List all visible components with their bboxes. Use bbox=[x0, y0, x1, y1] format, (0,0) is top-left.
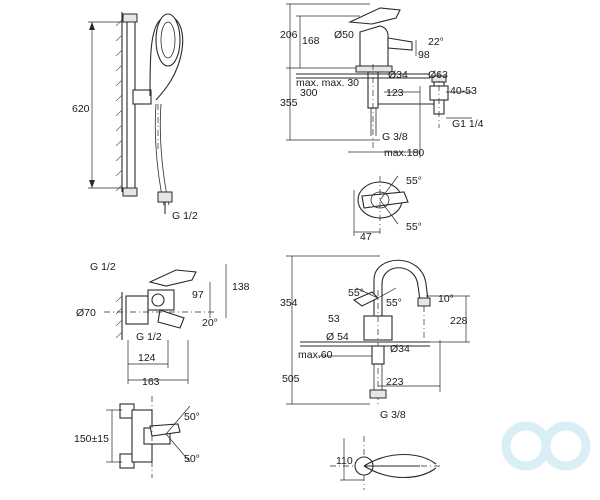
basin-123-label: 123 bbox=[386, 87, 404, 99]
basin-g114-label: G1 1/4 bbox=[452, 118, 484, 130]
basin-max30-label: max. max. 30 bbox=[296, 77, 359, 89]
lever-top-view-drawing: 55° 55° 47 bbox=[353, 175, 422, 243]
bath-163-label: 163 bbox=[142, 376, 160, 388]
sink-max60-label: max.60 bbox=[298, 349, 333, 361]
bath-138-label: 138 bbox=[232, 281, 250, 293]
lever-47-label: 47 bbox=[360, 231, 372, 243]
sink-505-label: 505 bbox=[282, 373, 300, 385]
bath-mixer-drawing: G 1/2 138 97 Ø70 20° G 1/2 124 163 bbox=[76, 261, 250, 388]
shower-mixer-front-drawing: 50° 150±15 50° bbox=[74, 396, 200, 478]
sink-10deg-label: 10° bbox=[438, 293, 454, 305]
basin-mixer-drawing: 206 168 Ø50 22° 98 max. max. 30 Ø34 Ø63 … bbox=[280, 3, 484, 159]
brand-logo bbox=[501, 421, 591, 471]
bath-g12-label: G 1/2 bbox=[90, 261, 116, 273]
sink-mixer-drawing: 354 55° 55° 10° 53 228 Ø 54 Ø34 max.60 5… bbox=[280, 255, 470, 421]
sink-228-label: 228 bbox=[450, 315, 468, 327]
sink-223-label: 223 bbox=[386, 376, 404, 388]
basin-206-label: 206 bbox=[280, 29, 298, 41]
sink-110-label: 110 bbox=[336, 455, 353, 467]
sink-354-label: 354 bbox=[280, 297, 298, 309]
bath-d70-label: Ø70 bbox=[76, 307, 96, 319]
basin-168-label: 168 bbox=[302, 35, 320, 47]
shower-50b-label: 50° bbox=[184, 453, 200, 465]
rail-thread-label: G 1/2 bbox=[172, 210, 198, 222]
sink-55b-label: 55° bbox=[386, 297, 402, 309]
shower-150-label: 150±15 bbox=[74, 433, 109, 445]
sink-g38-label: G 3/8 bbox=[380, 409, 406, 421]
lever-55a-label: 55° bbox=[406, 175, 422, 187]
rail-height-label: 620 bbox=[72, 103, 90, 115]
basin-40-53-label: 40-53 bbox=[450, 85, 477, 97]
basin-355-label: 355 bbox=[280, 97, 298, 109]
bath-124-label: 124 bbox=[138, 352, 156, 364]
basin-300-label: 300 bbox=[300, 87, 318, 99]
sink-55a-label: 55° bbox=[348, 287, 364, 299]
bath-20deg-label: 20° bbox=[202, 317, 218, 329]
bath-97-label: 97 bbox=[192, 289, 204, 301]
bath-g12b-label: G 1/2 bbox=[136, 331, 162, 343]
basin-d50-label: Ø50 bbox=[334, 29, 354, 41]
shower-rail-drawing: 620 G 1/2 bbox=[72, 12, 198, 222]
basin-d34-label: Ø34 bbox=[388, 69, 408, 81]
basin-max180-label: max.180 bbox=[384, 147, 424, 159]
sink-d34-label: Ø34 bbox=[390, 343, 410, 355]
sink-d54-label: Ø 54 bbox=[326, 331, 349, 343]
basin-d63-label: Ø63 bbox=[428, 69, 448, 81]
sink-53-label: 53 bbox=[328, 313, 340, 325]
basin-22deg-label: 22° bbox=[428, 36, 444, 48]
sink-top-view-drawing: 110 bbox=[330, 436, 440, 490]
basin-98-label: 98 bbox=[418, 49, 430, 61]
basin-g38-label: G 3/8 bbox=[382, 131, 408, 143]
lever-55b-label: 55° bbox=[406, 221, 422, 233]
shower-50a-label: 50° bbox=[184, 411, 200, 423]
